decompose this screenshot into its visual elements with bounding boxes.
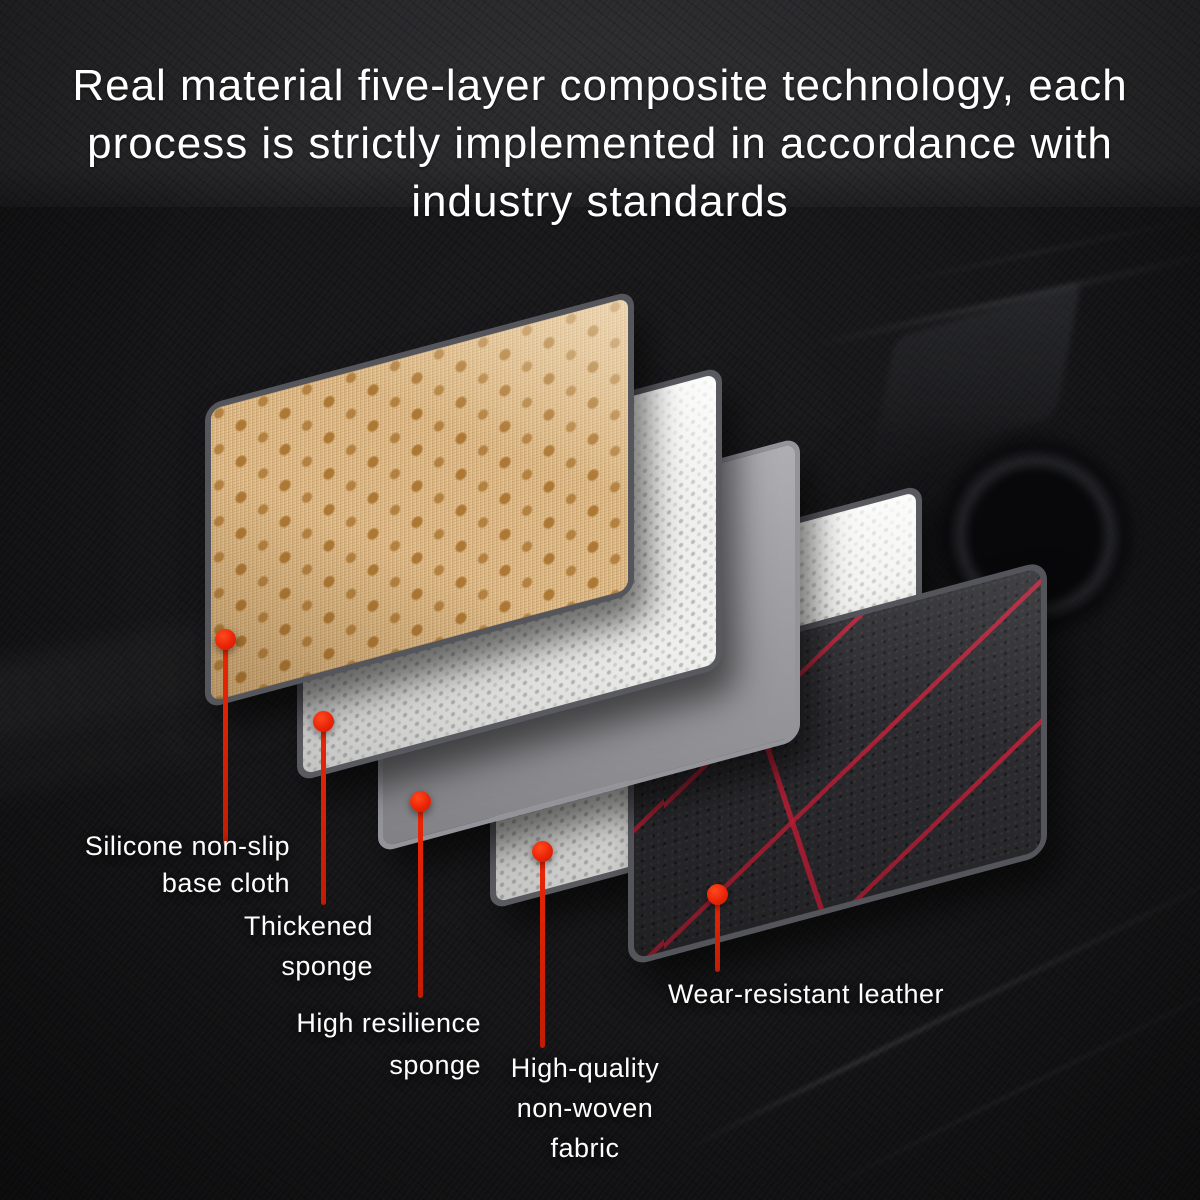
- callout-label-line: High resilience: [296, 1008, 481, 1038]
- title-band: [0, 0, 1200, 207]
- callout-label-line: Wear-resistant leather: [667, 979, 945, 1009]
- callout-dot-silicone-base-cloth: [215, 629, 236, 650]
- callout-label-high-resilience-sponge: High resilience sponge: [221, 1002, 481, 1086]
- page-title: Real material five-layer composite techn…: [0, 57, 1200, 231]
- callout-label-wear-resistant-leather: Wear-resistant leather: [646, 976, 966, 1012]
- callout-dot-high-resilience-sponge: [410, 791, 431, 812]
- callout-label-thickened-sponge: Thickened sponge: [113, 906, 373, 986]
- callout-line-wear-resistant-leather: [715, 895, 720, 972]
- callout-label-line: fabric: [550, 1133, 620, 1163]
- callout-dot-wear-resistant-leather: [707, 884, 728, 905]
- callout-label-line: Silicone non-slip: [84, 831, 290, 861]
- callout-label-line: sponge: [281, 951, 373, 981]
- car-roof-streak: [814, 249, 1200, 349]
- car-windshield: [869, 280, 1082, 474]
- callout-label-line: sponge: [389, 1050, 481, 1080]
- callout-dot-thickened-sponge: [313, 711, 334, 732]
- callout-label-non-woven-fabric: High-quality non-woven fabric: [468, 1048, 702, 1168]
- page-title-line: process is strictly implemented in accor…: [87, 119, 1113, 169]
- callout-label-line: Thickened: [243, 911, 373, 941]
- callout-line-silicone-base-cloth: [223, 640, 228, 845]
- page-title-line: industry standards: [411, 177, 789, 227]
- callout-dot-non-woven-fabric: [532, 841, 553, 862]
- callout-label-line: High-quality: [510, 1053, 660, 1083]
- callout-line-non-woven-fabric: [540, 852, 545, 1048]
- callout-line-thickened-sponge: [321, 722, 326, 905]
- callout-line-high-resilience-sponge: [418, 802, 423, 998]
- page-title-line: Real material five-layer composite techn…: [72, 61, 1128, 111]
- callout-label-line: base cloth: [161, 868, 290, 898]
- callout-label-line: non-woven: [516, 1093, 654, 1123]
- road-streak-2: [769, 924, 1200, 1200]
- callout-label-silicone-base-cloth: Silicone non-slip base cloth: [30, 828, 290, 902]
